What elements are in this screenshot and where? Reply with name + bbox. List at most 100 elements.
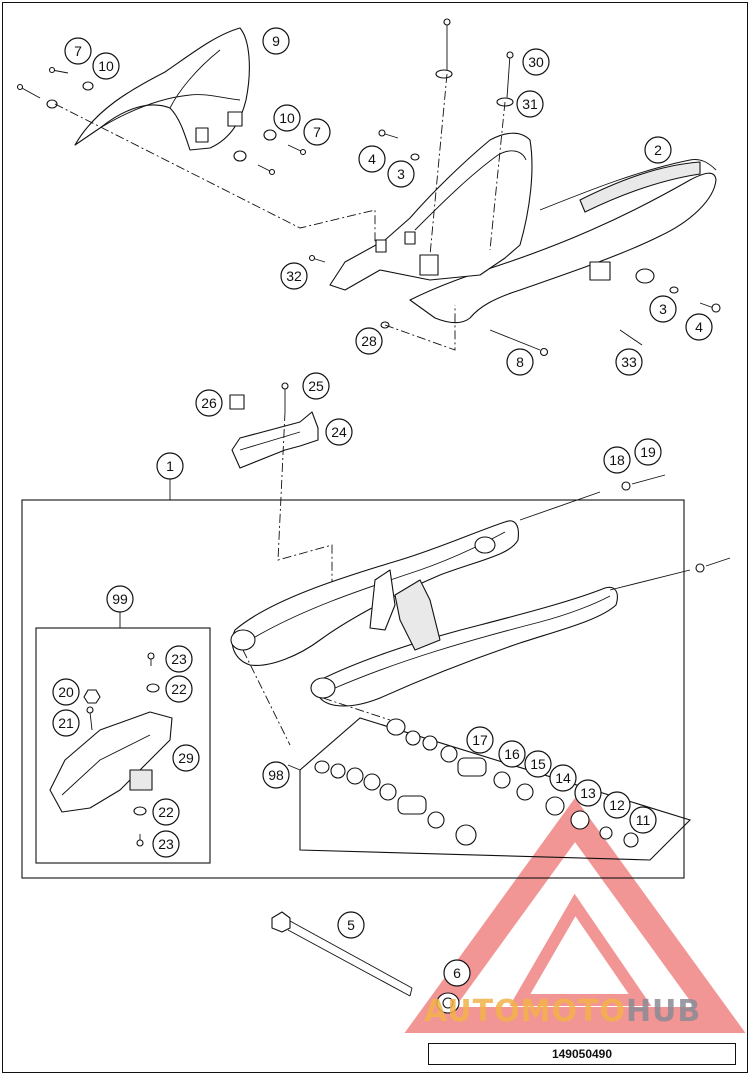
svg-text:15: 15 [530,756,546,772]
svg-text:23: 23 [158,836,174,852]
callout-2: 2 [644,136,672,164]
callout-19: 19 [634,438,662,466]
watermark-text: AUTOMOTOHUB [424,994,702,1029]
callout-12: 12 [603,791,631,819]
screws-mudguard [308,18,721,357]
svg-text:3: 3 [397,166,405,182]
svg-text:7: 7 [74,43,82,59]
callout-5: 5 [337,911,365,939]
callout-8: 8 [506,348,534,376]
svg-text:1: 1 [166,458,174,474]
svg-text:98: 98 [268,767,284,783]
chain-guard-part-9 [74,27,250,151]
svg-text:17: 17 [472,732,488,748]
callout-11: 11 [629,806,657,834]
callout-18: 18 [603,446,631,474]
svg-text:16: 16 [504,746,520,762]
svg-text:13: 13 [580,785,596,801]
leader-dash-28 [384,305,456,351]
callout-29: 29 [172,744,200,772]
swingarm-group-box [21,499,685,879]
callout-20: 20 [52,678,80,706]
pivot-nut-part-6 [436,992,460,1014]
svg-text:14: 14 [555,770,571,786]
svg-text:30: 30 [528,54,544,70]
callout-1: 1 [156,452,184,480]
callout-31: 31 [516,90,544,118]
svg-text:3: 3 [659,301,667,317]
svg-text:31: 31 [522,96,538,112]
callout-4b: 4 [685,313,713,341]
callout-3b: 3 [649,295,677,323]
callout-23a: 23 [165,645,193,673]
callout-6: 6 [443,959,471,987]
watermark-logo [404,797,746,1033]
svg-text:9: 9 [272,33,280,49]
svg-text:99: 99 [112,591,128,607]
svg-text:29: 29 [178,750,194,766]
callout-32: 32 [280,262,308,290]
svg-text:18: 18 [609,452,625,468]
svg-text:25: 25 [308,378,324,394]
callout-10a: 10 [92,52,120,80]
callout-7a: 7 [64,37,92,65]
leader-dash-9 [54,103,376,242]
callout-14: 14 [549,764,577,792]
svg-text:11: 11 [636,812,651,828]
svg-text:7: 7 [313,124,321,140]
svg-text:4: 4 [368,151,376,167]
svg-text:19: 19 [640,444,656,460]
callout-23b: 23 [152,830,180,858]
screws-top-left [16,66,307,176]
callout-15: 15 [524,750,552,778]
svg-text:12: 12 [609,797,625,813]
callout-25: 25 [302,372,330,400]
svg-text:5: 5 [347,917,355,933]
callout-4a: 4 [358,145,386,173]
svg-text:6: 6 [453,965,461,981]
svg-text:4: 4 [695,319,703,335]
callout-99: 99 [106,585,134,613]
document-number: 149050490 [428,1043,736,1065]
svg-text:10: 10 [279,110,295,126]
leader-dash-31 [489,101,506,251]
mudguard-part-2 [329,132,717,324]
leader-dash-98 [242,649,291,746]
leader-dash-30 [429,73,448,256]
swingarm-part-1 [230,520,618,707]
callout-7b: 7 [303,118,331,146]
chain-guide-part-29 [49,652,173,847]
callout-33: 33 [615,348,643,376]
svg-text:26: 26 [201,395,217,411]
axle-bolts-18-19 [519,474,731,591]
callout-24: 24 [325,418,353,446]
callout-26: 26 [195,389,223,417]
svg-text:8: 8 [516,354,524,370]
callout-98: 98 [262,761,290,789]
callout-16: 16 [498,740,526,768]
svg-text:2: 2 [654,142,662,158]
bearing-kit-group-box [299,717,692,861]
svg-text:22: 22 [158,804,174,820]
callout-28: 28 [355,327,383,355]
svg-text:28: 28 [361,333,377,349]
pivot-bolt-part-5 [271,911,413,997]
callout-13: 13 [574,779,602,807]
callout-9: 9 [262,27,290,55]
leader-dash-17 [322,697,391,721]
chain-slider-part-24 [229,382,319,469]
callout-22a: 22 [165,675,193,703]
callout-22b: 22 [152,798,180,826]
svg-text:33: 33 [621,354,637,370]
leader-dash-24 [277,411,333,590]
callout-17: 17 [466,726,494,754]
callout-21: 21 [52,709,80,737]
bearing-kit-part-98 [314,718,639,848]
callout-10b: 10 [273,104,301,132]
callout-30: 30 [522,48,550,76]
svg-text:20: 20 [58,684,74,700]
svg-text:21: 21 [58,715,74,731]
svg-text:32: 32 [286,268,302,284]
